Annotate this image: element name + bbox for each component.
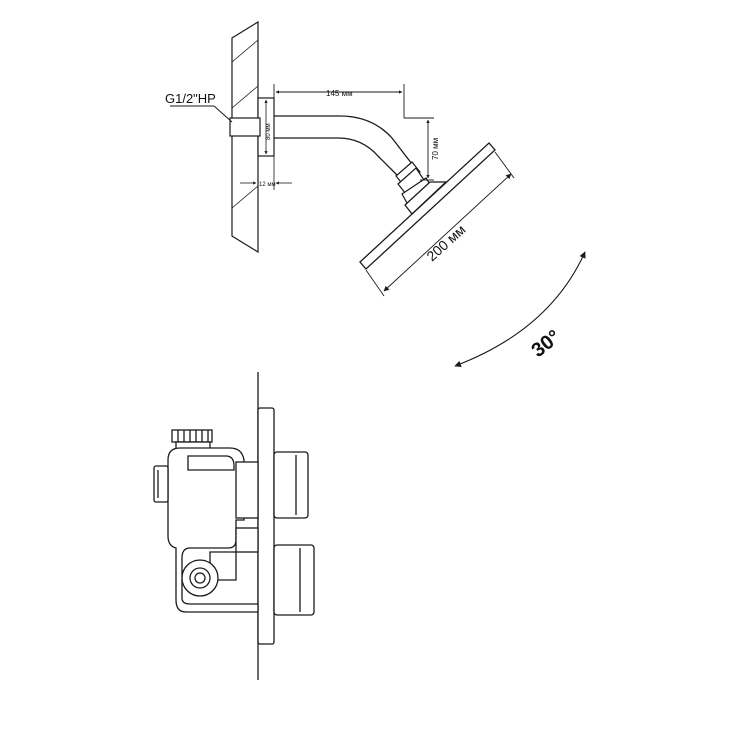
arm-length-label: 145 мм (326, 89, 353, 98)
cover-plate (257, 407, 275, 645)
thread-leader (170, 105, 233, 123)
mount-depth-dimension (240, 156, 292, 190)
upper-handle (273, 451, 309, 519)
mount-depth-label: 12 мм (259, 182, 276, 188)
mixer-body (153, 429, 259, 613)
tilt-angle-label: 30° (528, 326, 565, 362)
thread-size-label: G1/2"HP (165, 91, 216, 106)
thread-connector (229, 117, 261, 137)
wall-section (231, 20, 259, 254)
shower-arm (274, 115, 413, 177)
arm-length-dimension (273, 84, 405, 118)
drop-label: 70 мм (431, 138, 440, 160)
tilt-arc (454, 251, 586, 367)
mount-height-label: 80 мм (266, 123, 272, 140)
lower-handle (273, 544, 315, 616)
bottom-outlet (181, 559, 219, 597)
head-size-dimension (365, 151, 515, 297)
head-size-label: 200 мм (423, 221, 468, 264)
